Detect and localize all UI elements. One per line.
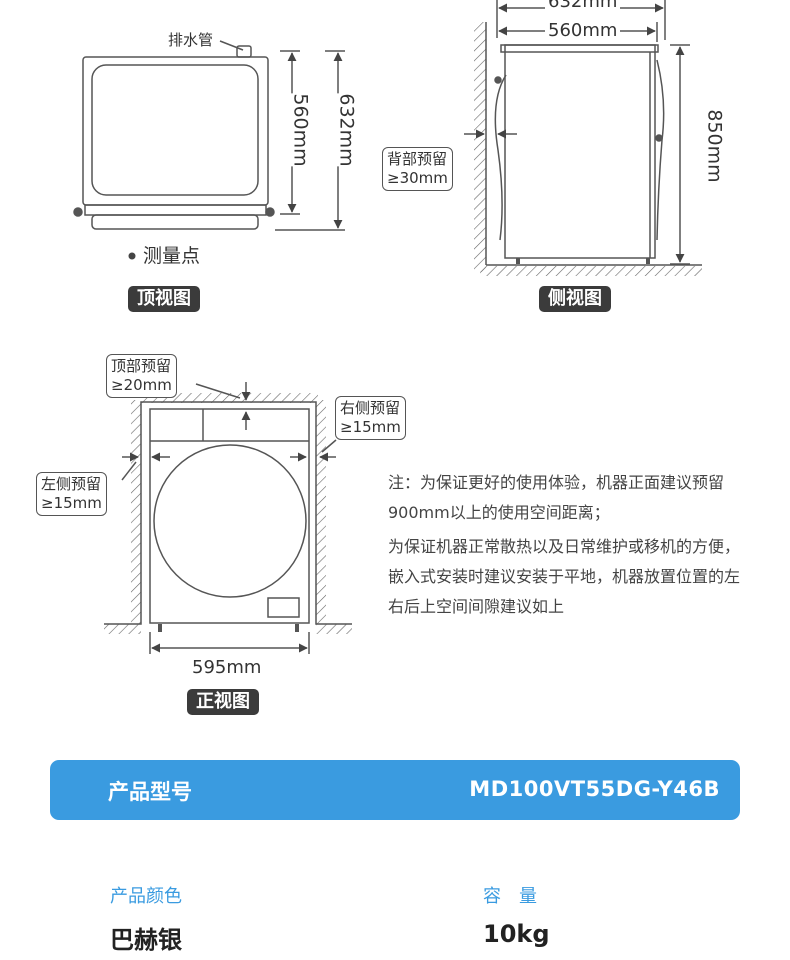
- right-clearance-callout: 右侧预留 ≥15mm: [335, 396, 406, 440]
- left-clearance-title: 左侧预留: [41, 475, 102, 493]
- model-band: 产品型号 MD100VT55DG-Y46B: [50, 760, 740, 820]
- spec-capacity-value: 10kg: [483, 920, 550, 948]
- note-clearance-front: 注：为保证更好的使用体验，机器正面建议预留900mm以上的使用空间距离；: [388, 473, 725, 522]
- front-view-width: 595mm: [192, 657, 262, 678]
- top-view-drawing: [73, 40, 345, 231]
- model-value: MD100VT55DG-Y46B: [469, 777, 720, 801]
- note-ventilation: 为保证机器正常散热以及日常维护或移机的方便，嵌入式安装时建议安装于平地，机器放置…: [388, 537, 741, 616]
- right-clearance-value: ≥15mm: [340, 418, 401, 436]
- side-view-drawing: [464, 0, 702, 276]
- side-view-depth-inner: 560mm: [545, 21, 621, 41]
- left-clearance-value: ≥15mm: [41, 494, 102, 512]
- side-view-caption: 侧视图: [539, 286, 611, 312]
- installation-diagram: [73, 0, 702, 654]
- side-view-height: 850mm: [703, 109, 726, 183]
- installation-notes: 注：为保证更好的使用体验，机器正面建议预留900mm以上的使用空间距离； 为保证…: [388, 468, 753, 626]
- back-clearance-title: 背部预留: [387, 150, 448, 168]
- front-view-caption: 正视图: [187, 689, 259, 715]
- right-clearance-title: 右侧预留: [340, 399, 401, 417]
- top-clearance-value: ≥20mm: [111, 376, 172, 394]
- top-clearance-callout: 顶部预留 ≥20mm: [106, 354, 177, 398]
- model-label: 产品型号: [108, 780, 192, 804]
- top-view-caption: 顶视图: [128, 286, 200, 312]
- spec-color-value: 巴赫银: [110, 926, 182, 954]
- top-clearance-title: 顶部预留: [111, 357, 172, 375]
- spec-color-label: 产品颜色: [110, 886, 182, 907]
- side-view-depth-outer: 632mm: [545, 0, 621, 12]
- front-view-drawing: [104, 382, 352, 654]
- top-view-depth-inner: 560mm: [289, 93, 312, 167]
- spec-capacity-label: 容 量: [483, 886, 537, 907]
- left-clearance-callout: 左侧预留 ≥15mm: [36, 472, 107, 516]
- top-view-depth-outer: 632mm: [335, 93, 358, 167]
- measure-point-label: 测量点: [143, 245, 201, 267]
- drain-pipe-label: 排水管: [168, 30, 214, 50]
- back-clearance-callout: 背部预留 ≥30mm: [382, 147, 453, 191]
- back-clearance-value: ≥30mm: [387, 169, 448, 187]
